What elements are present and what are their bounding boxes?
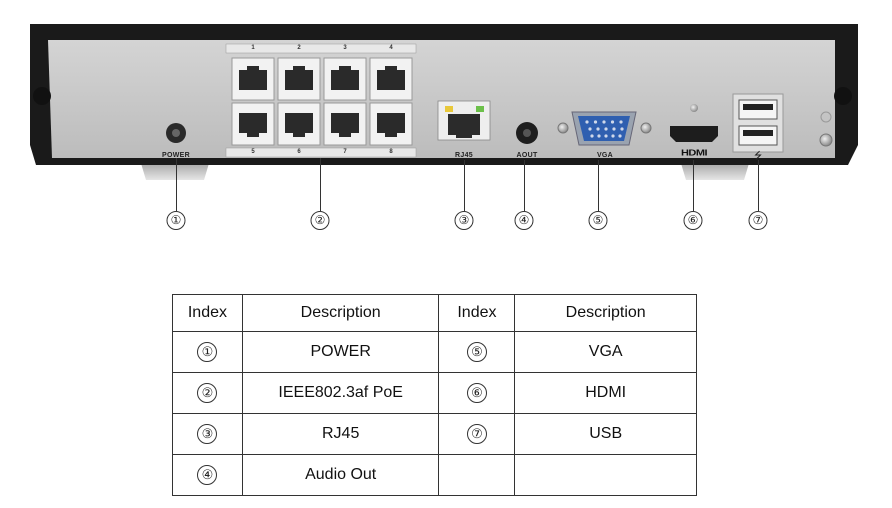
vga-pin: [612, 127, 616, 131]
description-cell: Audio Out: [241, 454, 440, 496]
description-cell: POWER: [241, 331, 440, 373]
poe-port-number: 1: [251, 45, 255, 51]
poe-bottom-strip: [225, 147, 417, 158]
vga-pin: [597, 134, 601, 138]
table-row: ④ Audio Out: [172, 454, 697, 496]
usb-icon: ⭍: [753, 151, 763, 162]
description-cell: USB: [514, 413, 697, 455]
poe-port-jack: [239, 113, 267, 137]
poe-port-jack: [331, 66, 359, 90]
poe-port-number: 7: [343, 149, 347, 155]
poe-port-number: 3: [343, 45, 347, 51]
power-label: POWER: [162, 152, 190, 159]
vga-pin: [610, 120, 615, 124]
header-description-1: Description: [241, 294, 440, 332]
table-row: ① POWER ⑤ VGA: [172, 331, 697, 373]
poe-port-jack: [331, 113, 359, 137]
callout-5: ⑤: [588, 211, 608, 230]
poe-port-number: 4: [389, 45, 393, 51]
vga-pin: [620, 127, 624, 131]
table-header-row: Index Description Index Description: [172, 294, 697, 332]
vga-label: VGA: [596, 152, 614, 159]
poe-port-number: 8: [389, 149, 393, 155]
vga-screw-right: [640, 122, 652, 134]
index-circle: ④: [197, 465, 218, 485]
vga-pin: [588, 127, 592, 131]
usb-port-bottom-tongue: [743, 130, 773, 136]
description-cell: HDMI: [514, 372, 697, 414]
index-circle: ②: [197, 383, 218, 403]
vga-pin: [604, 134, 608, 138]
hdmi-port: [670, 126, 718, 142]
description-cell: RJ45: [241, 413, 440, 455]
index-circle: ③: [197, 424, 218, 444]
callout-line-6: [693, 160, 694, 211]
index-circle: ①: [197, 342, 218, 362]
callout-line-4: [524, 160, 525, 211]
ground-terminal: [819, 133, 833, 147]
description-cell: VGA: [514, 331, 697, 373]
callout-line-5: [598, 160, 599, 211]
poe-port-number: 6: [297, 149, 301, 155]
vga-pin: [590, 134, 594, 138]
ground-symbol: [820, 111, 832, 123]
vga-pin: [618, 134, 622, 138]
index-circle: ⑤: [466, 342, 487, 362]
poe-port-number: 2: [297, 45, 301, 51]
nvr-rear-panel: [30, 24, 858, 180]
callout-line-2: [320, 158, 321, 211]
vga-screw-left: [557, 122, 569, 134]
ground-screw: [690, 104, 698, 112]
aout-label: AOUT: [516, 152, 538, 159]
rj45-jack: [448, 114, 480, 138]
poe-port-jack: [377, 113, 405, 137]
poe-port-jack: [285, 113, 313, 137]
hdmi-label: HDMI: [680, 148, 708, 158]
empty-cell: [514, 454, 697, 496]
callout-6: ⑥: [683, 211, 703, 230]
table-row: ② IEEE802.3af PoE ⑥ HDMI: [172, 372, 697, 414]
vga-pin: [593, 120, 598, 124]
index-circle: ⑥: [466, 383, 487, 403]
port-index-table: Index Description Index Description ① PO…: [172, 294, 697, 496]
index-circle: ⑦: [466, 424, 487, 444]
vga-pin: [619, 120, 623, 124]
usb-port-top-tongue: [743, 104, 773, 110]
table-row: ③ RJ45 ⑦ USB: [172, 413, 697, 455]
empty-cell: [438, 454, 516, 496]
vga-port: [578, 116, 630, 141]
header-description-2: Description: [514, 294, 697, 332]
callout-3: ③: [454, 211, 474, 230]
poe-port-jack: [239, 66, 267, 90]
callout-line-3: [464, 160, 465, 211]
callout-2: ②: [310, 211, 330, 230]
rj45-led-yellow: [445, 106, 453, 112]
left-bump: [33, 87, 51, 105]
rj45-led-green: [476, 106, 484, 112]
callout-7: ⑦: [748, 211, 768, 230]
description-cell: IEEE802.3af PoE: [241, 372, 440, 414]
power-jack-inner: [172, 129, 180, 137]
rj45-label: RJ45: [455, 152, 473, 159]
vga-pin: [585, 120, 589, 124]
poe-port-jack: [377, 66, 405, 90]
poe-port-number: 5: [251, 149, 255, 155]
callout-1: ①: [166, 211, 186, 230]
vga-pin: [604, 127, 608, 131]
right-bump: [834, 87, 852, 105]
vga-pin: [596, 127, 600, 131]
poe-port-jack: [285, 66, 313, 90]
callout-line-7: [758, 160, 759, 211]
callout-line-1: [176, 158, 177, 211]
vga-pin: [611, 134, 615, 138]
vga-pin: [602, 120, 606, 124]
aout-jack-inner: [523, 129, 531, 137]
header-index-2: Index: [438, 294, 516, 332]
header-index-1: Index: [172, 294, 243, 332]
callout-4: ④: [514, 211, 534, 230]
poe-top-strip: [225, 43, 417, 54]
